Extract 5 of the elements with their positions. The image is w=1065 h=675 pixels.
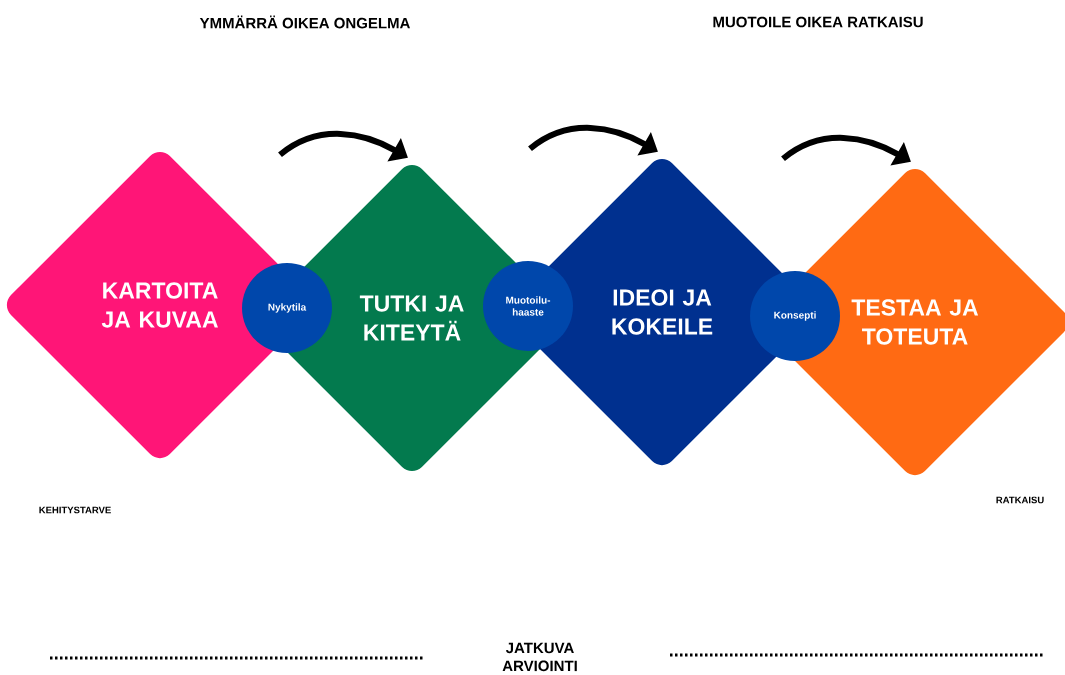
title-heading: YMMÄRRÄ OIKEA ONGELMA [199, 15, 410, 29]
title-heading: MUOTOILE OIKEA RATKAISU [713, 16, 923, 28]
stage-label: RATKAISU [996, 496, 1044, 504]
footer-label: JATKUVA ARVIOINTI [502, 642, 577, 672]
stage-label: KEHITYSTARVE [39, 506, 111, 514]
